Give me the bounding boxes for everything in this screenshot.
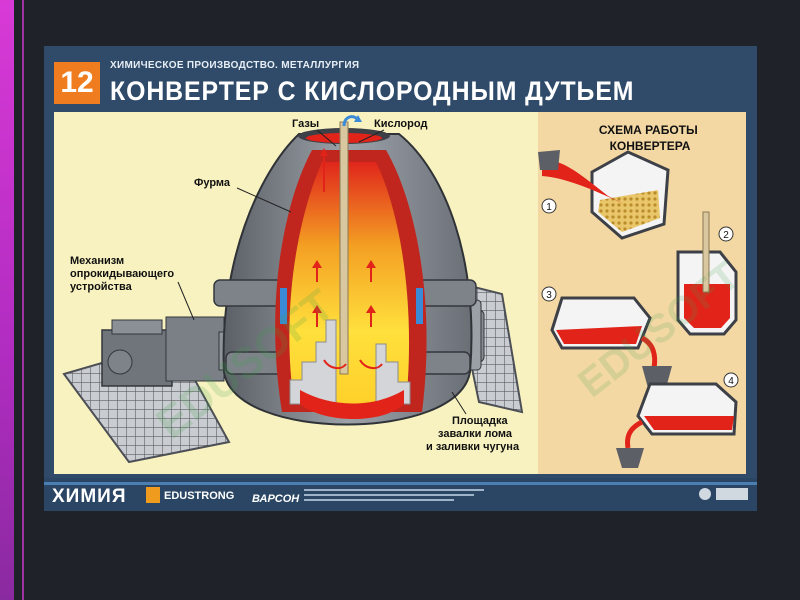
gas-flow-arrow-icon: [320, 148, 328, 192]
label-charging-platform: Площадка завалки лома и заливки чугуна: [426, 415, 520, 453]
poster: 12 ХИМИЧЕСКОЕ ПРОИЗВОДСТВО. МЕТАЛЛУРГИЯ …: [44, 46, 757, 511]
scheme-step-4-label: 4: [728, 376, 734, 387]
footer-stripe: [44, 482, 757, 485]
brand-logo-icon: [146, 487, 160, 503]
slide-accent-line: [22, 0, 24, 600]
footer-subject: ХИМИЯ: [52, 486, 126, 507]
scheme-step-4-pouring-slag: 4: [616, 372, 739, 468]
convection-arrows-icon: [312, 260, 383, 370]
converter-illustration: EDUSOFT Газы Кислород Фурма Механизм опр…: [62, 115, 524, 464]
label-tilt-mechanism: Механизм опрокидывающего устройства: [70, 255, 177, 293]
footer-graphics: ХИМИЯ EDUSTRONG ВАРСОН: [52, 486, 748, 507]
scheme-step-3-pouring-steel: 3: [541, 286, 672, 388]
poster-number-badge: 12: [54, 62, 100, 104]
scheme-step-1-label: 1: [546, 202, 552, 213]
footer-fine-print: [304, 489, 484, 501]
oxygen-inlet-arrow-icon: [342, 115, 362, 127]
scheme-step-2-label: 2: [723, 230, 729, 241]
barcode-icon: [716, 488, 748, 500]
scheme-title: СХЕМА РАБОТЫ КОНВЕРТЕРА: [599, 123, 701, 153]
publisher-seal-icon: [699, 488, 711, 500]
footer-publisher: ВАРСОН: [252, 493, 300, 505]
poster-subject: ХИМИЧЕСКОЕ ПРОИЗВОДСТВО. МЕТАЛЛУРГИЯ: [110, 60, 360, 71]
label-lance: Фурма: [194, 177, 231, 189]
converter-illustration-panel: EDUSOFT Газы Кислород Фурма Механизм опр…: [54, 112, 538, 474]
poster-title: КОНВЕРТЕР С КИСЛОРОДНЫМ ДУТЬЕМ: [110, 76, 635, 106]
label-gases: Газы: [292, 118, 319, 130]
footer-brand: EDUSTRONG: [164, 490, 234, 502]
converter-scheme-panel: СХЕМА РАБОТЫ КОНВЕРТЕРА 1 2: [538, 112, 748, 474]
label-oxygen: Кислород: [374, 118, 427, 130]
scheme-step-1-charging: 1: [538, 150, 670, 240]
label-leader-lines: [177, 129, 467, 415]
converter-vessel: [213, 128, 477, 426]
oxygen-lance: [339, 121, 349, 375]
scheme-step-2-blowing: 2: [676, 211, 738, 336]
converter-scheme: СХЕМА РАБОТЫ КОНВЕРТЕРА 1 2: [538, 123, 748, 468]
poster-header: 12 ХИМИЧЕСКОЕ ПРОИЗВОДСТВО. МЕТАЛЛУРГИЯ …: [44, 46, 757, 112]
slide-accent-bar: [0, 0, 14, 600]
scheme-step-3-label: 3: [546, 290, 552, 301]
